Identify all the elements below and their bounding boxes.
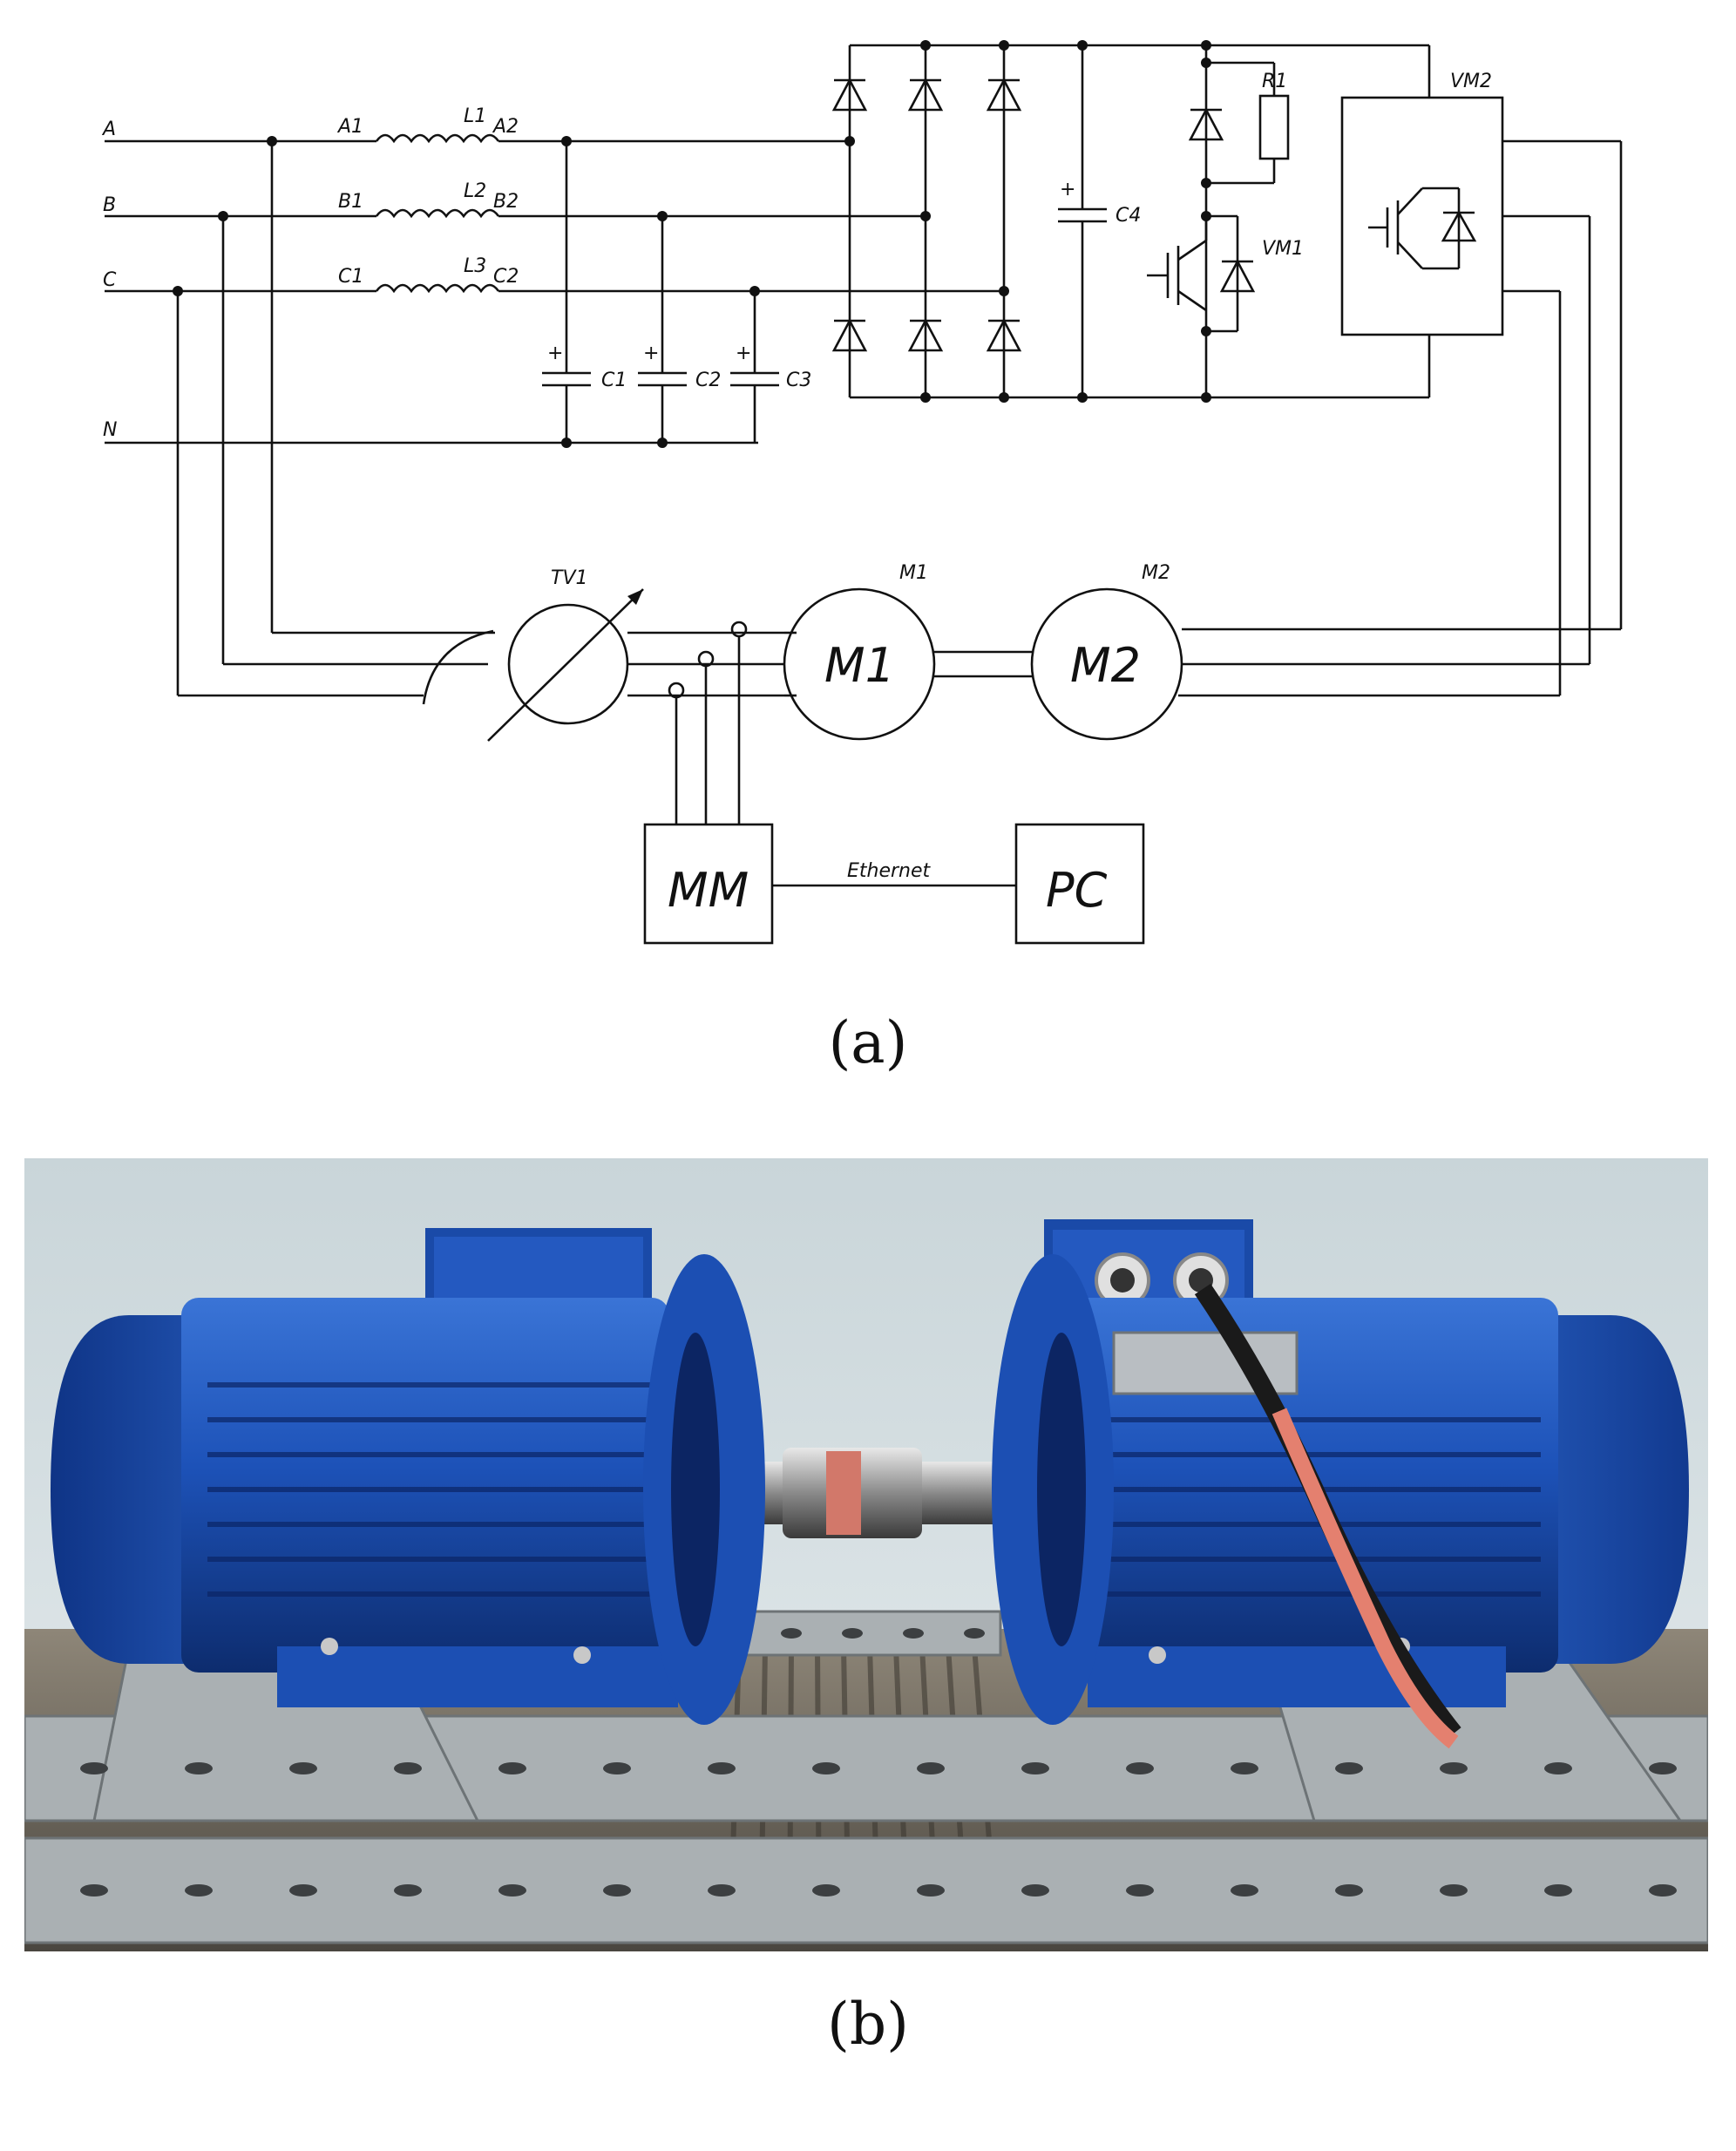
phase-drops [176, 141, 495, 705]
cap-plus-1: + [547, 343, 563, 364]
ethernet-label: Ethernet [847, 860, 932, 882]
terminal-b1: B1 [338, 191, 363, 213]
shaft-coupling [934, 650, 1032, 678]
cap-plus-2: + [643, 343, 659, 364]
terminal-a2: A2 [492, 116, 519, 138]
cap-plus-4: + [1060, 179, 1075, 200]
capacitor-label-c2: C2 [695, 370, 721, 391]
phase-label-c: C [103, 269, 117, 291]
junction-dots [173, 40, 1211, 448]
inverter-label-vm2: VM2 [1450, 71, 1492, 92]
measuring-module-label: MM [668, 863, 749, 918]
measuring-module [643, 823, 774, 945]
motor-left [51, 1228, 765, 1725]
pc-label: PC [1046, 863, 1108, 918]
inductor-l2 [375, 208, 500, 219]
capacitor-label-c3: C3 [786, 370, 811, 391]
terminal-c2: C2 [493, 266, 519, 288]
motor-test-bench-photo [24, 1158, 1708, 1951]
caption-b: (b) [827, 1991, 909, 2058]
brake-chopper [1147, 45, 1290, 397]
motor-m2-label: M2 [1142, 562, 1170, 584]
autotransformer-label: TV1 [551, 567, 588, 589]
capacitor-bank [542, 141, 779, 443]
motor-m2-text: M2 [1070, 638, 1141, 693]
terminal-b2: B2 [493, 191, 519, 213]
inverter-vm2 [1340, 45, 1623, 696]
inductor-label-l1: L1 [464, 105, 486, 127]
inductor-l3 [375, 283, 500, 294]
motor-m1-text: M1 [824, 638, 895, 693]
capacitor-c4 [1058, 45, 1107, 397]
current-sensors [668, 621, 748, 824]
phase-label-b: B [103, 194, 116, 216]
diode-rectifier-bridge [831, 44, 1429, 399]
cap-plus-3: + [736, 343, 751, 364]
circuit-schematic: A B C N A1 L1 A2 B1 L2 B2 C1 L3 C2 [101, 40, 1623, 945]
inductor-label-l3: L3 [464, 255, 486, 277]
phase-label-n: N [103, 419, 117, 441]
motor-m1-label: M1 [899, 562, 928, 584]
inductor-l1 [375, 133, 500, 144]
motor-right [992, 1219, 1689, 1749]
capacitor-label-c1: C1 [601, 370, 627, 391]
resistor-label-r1: R1 [1262, 71, 1287, 92]
capacitor-label-c4: C4 [1116, 205, 1141, 227]
pc-box [1014, 823, 1145, 945]
caption-a: (a) [828, 1009, 908, 1076]
terminal-c1: C1 [338, 266, 363, 288]
transistor-label-vm1: VM1 [1262, 238, 1304, 260]
motor-m2 [1030, 587, 1621, 741]
terminal-a1: A1 [336, 116, 363, 138]
phase-label-a: A [101, 119, 116, 140]
motor-m1 [783, 587, 936, 741]
inductor-label-l2: L2 [464, 180, 486, 202]
